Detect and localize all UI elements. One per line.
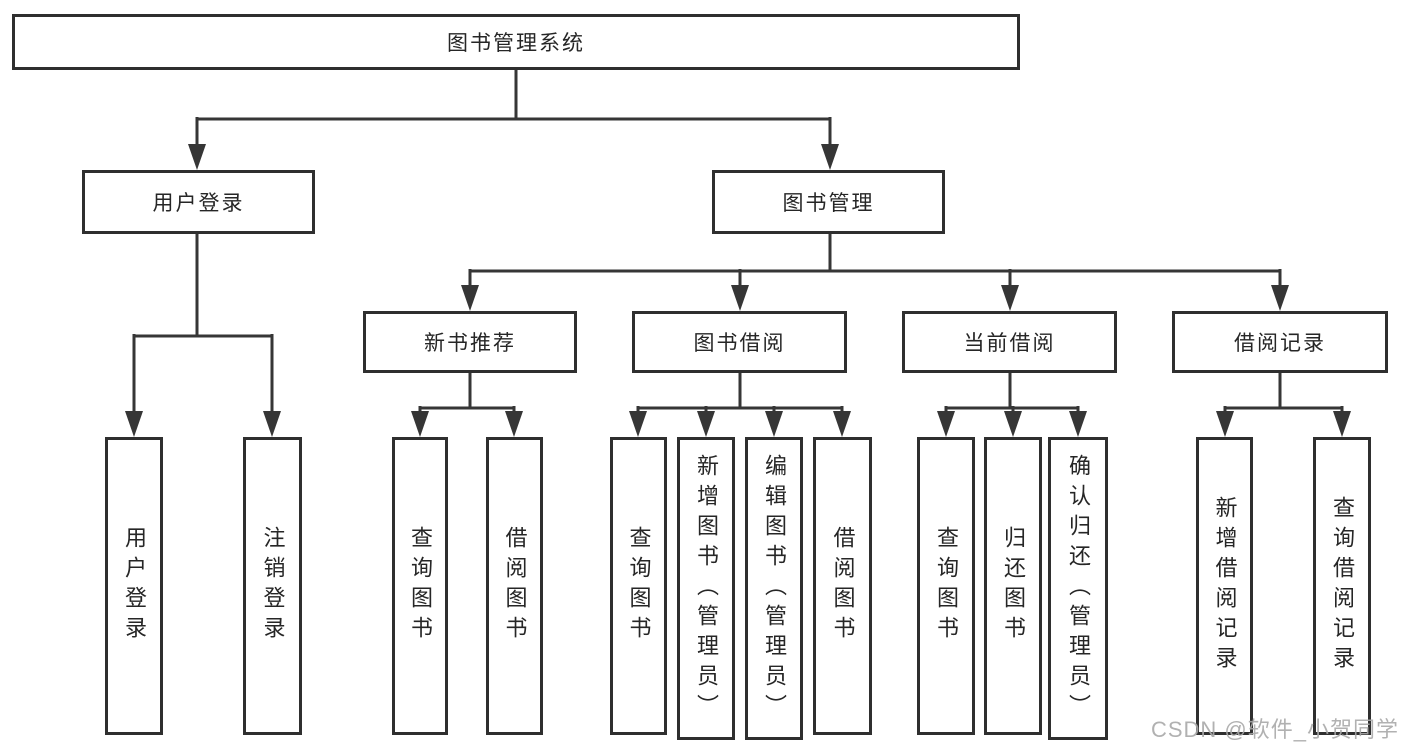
node-label: 用户登录 xyxy=(122,526,147,646)
node-label: 当前借阅 xyxy=(963,332,1056,355)
arrow-down-icon xyxy=(125,411,143,437)
node-label: 确认归还（管理员） xyxy=(1066,453,1091,724)
leaf-borrow-books-recommend: 借阅图书 xyxy=(486,437,543,735)
leaf-borrow-books-borrow: 借阅图书 xyxy=(813,437,872,735)
arrow-down-icon xyxy=(188,144,206,170)
node-label: 用户登录 xyxy=(152,192,245,215)
node-new-book-recommendation: 新书推荐 xyxy=(363,311,577,373)
node-label: 查询图书 xyxy=(626,526,652,646)
arrow-down-icon xyxy=(937,411,955,437)
arrow-down-icon xyxy=(629,411,647,437)
node-label: 编辑图书（管理员） xyxy=(762,453,787,724)
node-current-borrowing: 当前借阅 xyxy=(902,311,1117,373)
node-label: 借阅图书 xyxy=(502,526,528,646)
arrow-down-icon xyxy=(461,285,479,311)
node-label: 借阅记录 xyxy=(1234,332,1326,355)
connector-root-to-level2 xyxy=(188,70,839,170)
arrow-down-icon xyxy=(821,144,839,170)
watermark: CSDN @软件_小贺同学 xyxy=(1150,717,1399,742)
node-library-system: 图书管理系统 xyxy=(12,14,1020,70)
arrow-down-icon xyxy=(263,411,281,437)
arrow-down-icon xyxy=(731,285,749,311)
arrow-down-icon xyxy=(833,411,851,437)
node-label: 新书推荐 xyxy=(424,332,516,355)
leaf-add-borrow-record: 新增借阅记录 xyxy=(1196,437,1253,735)
leaf-query-books-recommend: 查询图书 xyxy=(392,437,448,735)
leaf-logout: 注销登录 xyxy=(243,437,302,735)
leaf-query-books-current: 查询图书 xyxy=(917,437,975,735)
node-label: 查询图书 xyxy=(408,526,433,646)
connector-book-management-branch xyxy=(461,234,1289,311)
node-label: 注销登录 xyxy=(260,526,286,646)
node-book-borrowing: 图书借阅 xyxy=(632,311,847,373)
node-label: 新增借阅记录 xyxy=(1212,496,1238,676)
arrow-down-icon xyxy=(1001,285,1019,311)
arrow-down-icon xyxy=(697,411,715,437)
leaf-add-book-admin: 新增图书（管理员） xyxy=(677,437,735,740)
connector-new-book-branch xyxy=(411,373,523,437)
leaf-return-book: 归还图书 xyxy=(984,437,1042,735)
node-label: 查询图书 xyxy=(934,526,959,646)
arrow-down-icon xyxy=(1271,285,1289,311)
arrow-down-icon xyxy=(411,411,429,437)
leaf-confirm-return-admin: 确认归还（管理员） xyxy=(1048,437,1108,740)
connector-user-login-branch xyxy=(125,234,281,437)
connector-borrow-records-branch xyxy=(1216,373,1351,437)
node-label: 图书管理 xyxy=(782,192,875,215)
arrow-down-icon xyxy=(765,411,783,437)
node-label: 新增图书（管理员） xyxy=(694,453,719,724)
node-label: 归还图书 xyxy=(1001,526,1026,646)
node-label: 借阅图书 xyxy=(830,526,856,646)
arrow-down-icon xyxy=(1004,411,1022,437)
node-borrowing-records: 借阅记录 xyxy=(1172,311,1388,373)
node-book-management: 图书管理 xyxy=(712,170,945,234)
node-label: 查询借阅记录 xyxy=(1330,496,1355,676)
connector-current-borrow-branch xyxy=(937,373,1087,437)
arrow-down-icon xyxy=(1333,411,1351,437)
connector-book-borrow-branch xyxy=(629,373,851,437)
leaf-edit-book-admin: 编辑图书（管理员） xyxy=(745,437,803,740)
leaf-query-books-borrow: 查询图书 xyxy=(610,437,667,735)
node-label: 图书借阅 xyxy=(693,332,786,355)
node-label: 图书管理系统 xyxy=(447,32,585,55)
arrow-down-icon xyxy=(1069,411,1087,437)
leaf-user-login: 用户登录 xyxy=(105,437,163,735)
arrow-down-icon xyxy=(1216,411,1234,437)
node-user-login: 用户登录 xyxy=(82,170,315,234)
leaf-query-borrow-record: 查询借阅记录 xyxy=(1313,437,1371,735)
arrow-down-icon xyxy=(505,411,523,437)
